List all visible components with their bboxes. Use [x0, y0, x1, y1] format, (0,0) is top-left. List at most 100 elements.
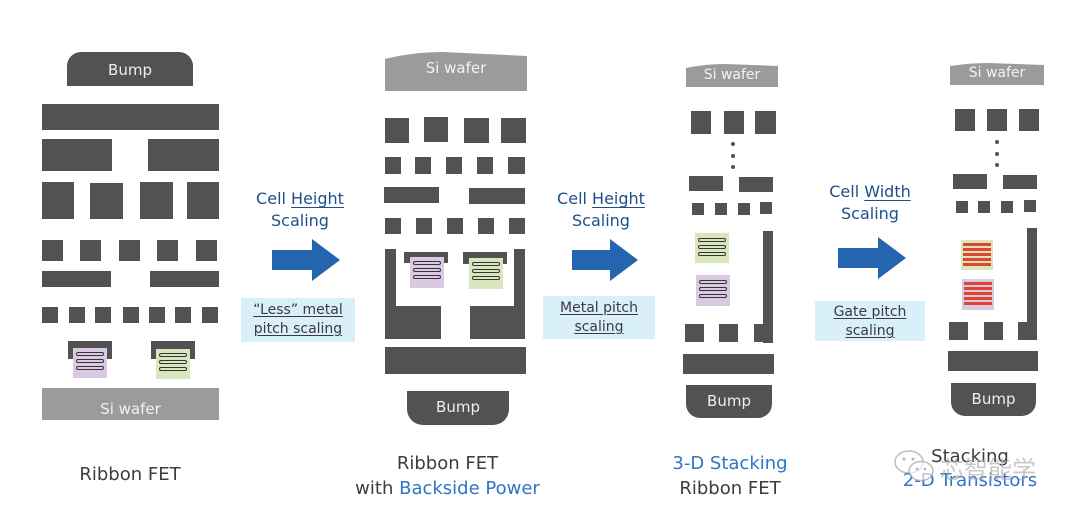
metal-layer	[739, 177, 773, 192]
note-line1: “Less” metal	[253, 302, 343, 318]
caption-highlight: 2-D Transistors	[902, 470, 1038, 491]
ellipsis-dot	[731, 142, 735, 146]
via-block	[1019, 109, 1039, 131]
note-line1: Gate pitch	[833, 304, 907, 320]
via-block	[755, 111, 776, 134]
ellipsis-dot	[731, 165, 735, 169]
via-block	[956, 201, 968, 213]
via-block	[187, 182, 219, 219]
bump-label: Bump	[971, 390, 1016, 408]
caption-highlight: 3-D Stacking	[672, 453, 788, 474]
note-line2: scaling	[574, 319, 624, 335]
metal-layer	[683, 354, 774, 374]
right-arrow-icon	[838, 237, 906, 279]
title-underlined: Height	[592, 189, 645, 208]
via-block	[119, 240, 140, 261]
via-block	[477, 157, 493, 174]
right-arrow-icon	[572, 239, 638, 281]
metal-layer	[42, 139, 112, 171]
via-block	[42, 182, 74, 219]
pmos-ribbon-transistor	[469, 258, 503, 289]
nmos-2d-transistor	[962, 279, 994, 310]
backside-power-rail	[470, 306, 525, 339]
metal-layer	[689, 176, 723, 191]
si-wafer-label: Si wafer	[425, 59, 487, 77]
via-block	[175, 307, 191, 323]
metal-layer	[148, 139, 219, 171]
via-block	[949, 322, 968, 340]
backside-power-rail	[514, 249, 525, 308]
ellipsis-dot	[995, 140, 999, 144]
via-block	[196, 240, 217, 261]
nmos-ribbon-transistor	[410, 257, 444, 288]
si-wafer-label: Si wafer	[968, 65, 1026, 81]
nmos-ribbon-transistor	[73, 348, 107, 378]
via-block	[464, 118, 489, 143]
si-wafer-label: Si wafer	[703, 67, 761, 83]
via-block	[1001, 201, 1013, 213]
stage-caption: Stacking 2-D Transistors	[885, 445, 1055, 493]
via-block	[508, 157, 525, 174]
metal-layer	[469, 188, 525, 204]
metal-layer	[150, 271, 219, 287]
bump-label: Bump	[436, 398, 480, 416]
bump-block: Bump	[686, 385, 772, 418]
caption-text: Ribbon FET	[79, 464, 181, 485]
metal-layer	[953, 174, 987, 189]
via-block	[685, 324, 704, 342]
caption-text: Ribbon FET	[679, 478, 781, 499]
via-block	[501, 118, 526, 143]
via-block	[760, 202, 772, 214]
title-line2: Scaling	[841, 204, 899, 223]
via-block	[42, 240, 63, 261]
via-block	[724, 111, 744, 134]
title-line2: Scaling	[271, 211, 329, 230]
via-block	[385, 157, 401, 174]
note-line2: scaling	[845, 323, 895, 339]
right-arrow-icon	[272, 239, 340, 281]
via-block	[446, 157, 462, 174]
via-block	[415, 157, 431, 174]
title-line2: Scaling	[572, 211, 630, 230]
via-block	[42, 307, 58, 323]
via-block	[987, 109, 1007, 131]
bump-label: Bump	[707, 392, 751, 410]
si-wafer-label: Si wafer	[100, 400, 161, 418]
via-block	[478, 218, 494, 234]
transition-title: Cell Height Scaling	[541, 188, 661, 232]
caption-text: with	[355, 478, 400, 499]
transition-note: “Less” metal pitch scaling	[241, 298, 355, 342]
via-block	[447, 218, 463, 234]
via-block	[157, 240, 178, 261]
backside-power-rail	[1027, 228, 1037, 340]
via-block	[385, 218, 401, 234]
via-block	[202, 307, 218, 323]
stage-caption: 3-D Stacking Ribbon FET	[650, 451, 810, 501]
note-line2: pitch scaling	[253, 321, 343, 337]
title-underlined: Width	[864, 182, 911, 201]
via-block	[80, 240, 101, 261]
metal-layer	[948, 351, 1038, 371]
metal-layer	[42, 271, 111, 287]
via-block	[692, 203, 704, 215]
via-block	[385, 118, 409, 143]
transition-title: Cell Width Scaling	[810, 181, 930, 225]
transition-title: Cell Height Scaling	[240, 188, 360, 232]
pmos-ribbon-transistor	[695, 233, 729, 263]
via-block	[719, 324, 738, 342]
bump-block: Bump	[407, 391, 509, 425]
via-block	[978, 201, 990, 213]
via-block	[149, 307, 165, 323]
stage-caption: Ribbon FET with Backside Power	[335, 451, 560, 501]
si-wafer: Si wafer	[42, 388, 219, 420]
ellipsis-dot	[731, 154, 735, 158]
via-block	[738, 203, 750, 215]
pmos-ribbon-transistor	[156, 349, 190, 379]
backside-power-rail	[385, 306, 441, 339]
backside-power-rail	[385, 249, 396, 308]
via-block	[984, 322, 1003, 340]
si-wafer	[686, 64, 778, 87]
title-prefix: Cell	[829, 182, 865, 201]
via-block	[95, 307, 111, 323]
nmos-ribbon-transistor	[696, 275, 730, 306]
